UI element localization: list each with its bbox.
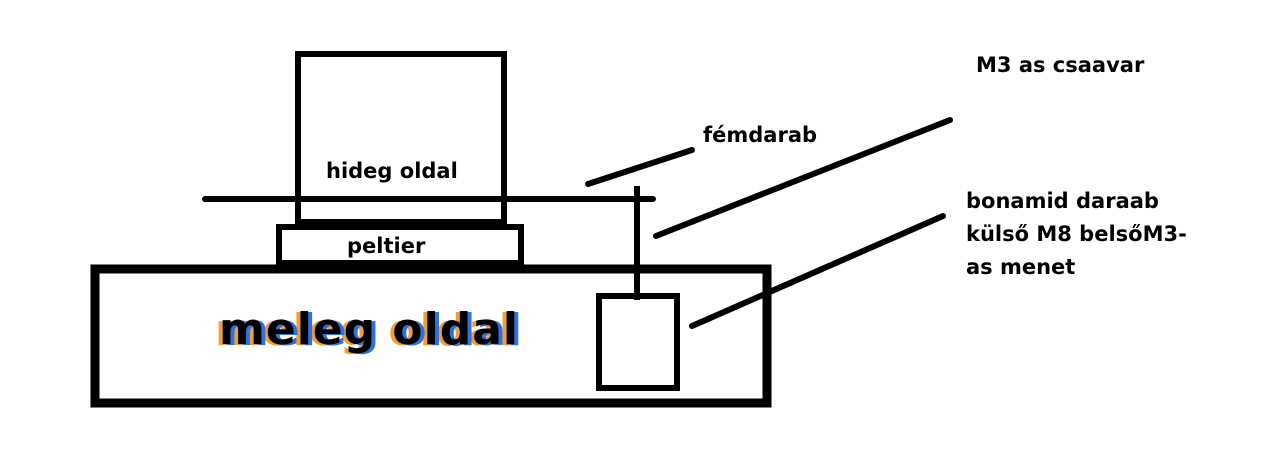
m3-screw-label: M3 as csaavar [976, 53, 1145, 77]
peltier-label: peltier [347, 234, 426, 258]
leader-bonamid [689, 213, 946, 329]
metal-piece-label: fémdarab [703, 123, 817, 147]
bonamid-label-line1: bonamid daraab [966, 189, 1159, 213]
bonamid-label-line2: külső M8 belsőM3- [966, 222, 1187, 246]
hot-side-label-shadow-blue: meleg oldal [223, 305, 523, 356]
bonamid-insert-box [596, 293, 680, 391]
hot-side-label-shadow-orange: meleg oldal [215, 305, 515, 356]
leader-metal-piece [585, 147, 695, 187]
bonamid-label-line3: as menet [966, 255, 1075, 279]
cold-side-block [295, 51, 507, 225]
hot-side-label: meleg oldal [219, 304, 519, 355]
cold-side-label: hideg oldal [326, 159, 458, 183]
hot-side-block [90, 264, 772, 408]
leader-m3-screw [653, 117, 953, 239]
peltier-element [276, 224, 524, 266]
